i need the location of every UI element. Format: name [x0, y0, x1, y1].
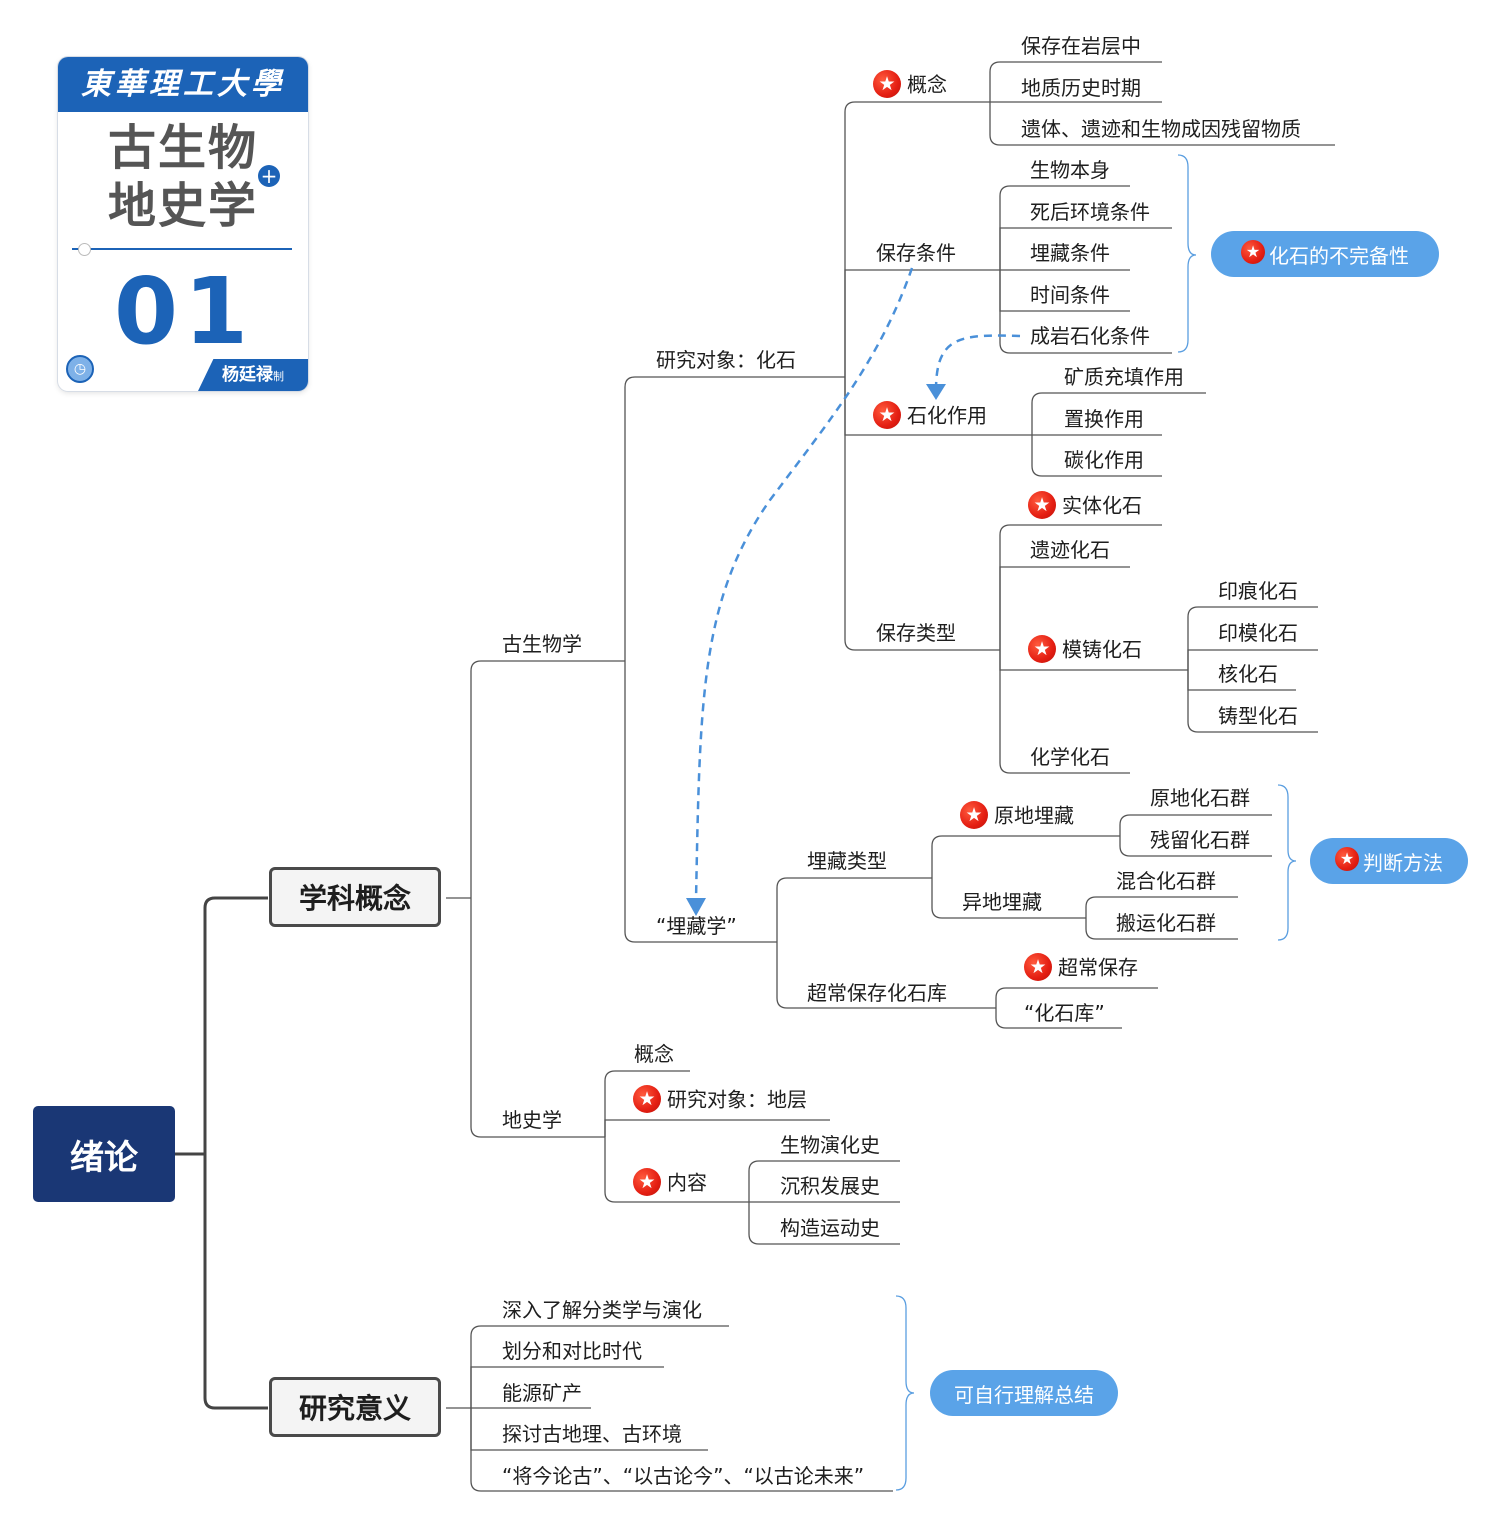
course-title: 古生物 地史学: [108, 119, 258, 235]
leaf-mold-3[interactable]: 核化石: [1218, 662, 1278, 686]
star-badge-icon: ★: [1335, 847, 1359, 871]
leaf-concept-2[interactable]: 地质历史时期: [1021, 76, 1141, 100]
node-research-object-strata-label: 研究对象：地层: [667, 1087, 807, 1112]
node-trace-fossil[interactable]: 遗迹化石: [1030, 538, 1110, 562]
leaf-condition-3[interactable]: 埋藏条件: [1030, 241, 1110, 265]
course-title-line2: 地史学: [108, 178, 259, 234]
star-badge-icon: ★: [633, 1085, 661, 1113]
node-ex-situ-burial[interactable]: 异地埋藏: [962, 890, 1042, 914]
node-in-situ-burial[interactable]: ★原地埋藏: [960, 801, 1074, 831]
leaf-mold-4[interactable]: 铸型化石: [1218, 704, 1298, 728]
node-chemical-fossil[interactable]: 化学化石: [1030, 745, 1110, 769]
star-badge-icon: ★: [633, 1168, 661, 1196]
progress-knob: [78, 243, 91, 256]
progress-bar: [72, 248, 292, 250]
leaf-exceptional-preservation[interactable]: ★超常保存: [1024, 953, 1138, 983]
leaf-condition-2[interactable]: 死后环境条件: [1030, 200, 1150, 224]
leaf-petrifaction-3[interactable]: 碳化作用: [1064, 448, 1144, 472]
root-node[interactable]: 绪论: [33, 1106, 175, 1202]
university-name: 東華理工大學: [58, 57, 308, 112]
leaf-petrifaction-2[interactable]: 置换作用: [1064, 407, 1144, 431]
leaf-concept-1[interactable]: 保存在岩层中: [1021, 34, 1141, 58]
leaf-content-1[interactable]: 生物演化史: [780, 1133, 880, 1157]
leaf-exceptional-preservation-label: 超常保存: [1058, 955, 1138, 980]
node-hg-content[interactable]: ★内容: [633, 1168, 707, 1198]
star-badge-icon: ★: [1241, 240, 1265, 264]
callout-self-summary[interactable]: 可自行理解总结: [930, 1370, 1118, 1416]
section-discipline[interactable]: 学科概念: [269, 867, 441, 927]
leaf-ex-situ-2[interactable]: 搬运化石群: [1116, 911, 1216, 935]
star-badge-icon: ★: [1028, 491, 1056, 519]
node-mold-fossil[interactable]: ★模铸化石: [1028, 635, 1142, 665]
author-tag: 杨廷禄制: [198, 359, 308, 391]
leaf-fossil-bank[interactable]: “化石库”: [1024, 1001, 1105, 1025]
leaf-ex-situ-1[interactable]: 混合化石群: [1116, 869, 1216, 893]
node-research-object-fossil[interactable]: 研究对象：化石: [656, 348, 796, 372]
star-badge-icon: ★: [960, 801, 988, 829]
clock-icon: ◷: [66, 355, 94, 383]
node-petrifaction[interactable]: ★石化作用: [873, 401, 987, 431]
author-suffix: 制: [273, 370, 284, 383]
callout-incompleteness[interactable]: ★化石的不完备性: [1211, 231, 1439, 277]
node-solid-fossil-label: 实体化石: [1062, 493, 1142, 518]
star-badge-icon: ★: [1028, 635, 1056, 663]
leaf-significance-1[interactable]: 深入了解分类学与演化: [502, 1298, 702, 1322]
node-hg-content-label: 内容: [667, 1170, 707, 1195]
section-significance[interactable]: 研究意义: [269, 1377, 441, 1437]
node-burial-types[interactable]: 埋藏类型: [807, 849, 887, 873]
star-badge-icon: ★: [1024, 953, 1052, 981]
leaf-content-2[interactable]: 沉积发展史: [780, 1174, 880, 1198]
leaf-mold-1[interactable]: 印痕化石: [1218, 579, 1298, 603]
leaf-significance-3[interactable]: 能源矿产: [502, 1381, 582, 1405]
leaf-in-situ-1[interactable]: 原地化石群: [1150, 786, 1250, 810]
callout-incompleteness-label: 化石的不完备性: [1269, 243, 1409, 268]
leaf-mold-2[interactable]: 印模化石: [1218, 621, 1298, 645]
leaf-significance-2[interactable]: 划分和对比时代: [502, 1339, 642, 1363]
node-fossil-concept[interactable]: ★概念: [873, 70, 947, 100]
author-name: 杨廷禄: [222, 365, 273, 385]
leaf-petrifaction-1[interactable]: 矿质充填作用: [1064, 365, 1184, 389]
leaf-condition-1[interactable]: 生物本身: [1030, 158, 1110, 182]
node-fossil-concept-label: 概念: [907, 72, 947, 97]
leaf-hg-concept[interactable]: 概念: [634, 1042, 674, 1066]
leaf-concept-3[interactable]: 遗体、遗迹和生物成因残留物质: [1021, 117, 1301, 141]
callout-judgement[interactable]: ★判断方法: [1310, 838, 1468, 884]
leaf-condition-5[interactable]: 成岩石化条件: [1030, 324, 1150, 348]
leaf-significance-4[interactable]: 探讨古地理、古环境: [502, 1422, 682, 1446]
course-title-line1: 古生物: [108, 120, 259, 176]
star-badge-icon: ★: [873, 401, 901, 429]
callout-judgement-label: 判断方法: [1363, 850, 1443, 875]
plus-icon: +: [258, 165, 280, 187]
node-taphonomy[interactable]: “埋藏学”: [656, 914, 737, 938]
node-paleontology[interactable]: 古生物学: [502, 632, 582, 656]
node-in-situ-burial-label: 原地埋藏: [994, 803, 1074, 828]
node-preservation-types[interactable]: 保存类型: [876, 621, 956, 645]
node-research-object-strata[interactable]: ★研究对象：地层: [633, 1085, 807, 1115]
chapter-number: 01: [114, 258, 255, 365]
node-lagerstatte[interactable]: 超常保存化石库: [807, 981, 947, 1005]
node-solid-fossil[interactable]: ★实体化石: [1028, 491, 1142, 521]
node-preservation-conditions[interactable]: 保存条件: [876, 241, 956, 265]
leaf-condition-4[interactable]: 时间条件: [1030, 283, 1110, 307]
dashed-arrow: [694, 267, 1021, 901]
leaf-in-situ-2[interactable]: 残留化石群: [1150, 828, 1250, 852]
node-mold-fossil-label: 模铸化石: [1062, 637, 1142, 662]
logo-card: 東華理工大學 古生物 地史学 + 01 ◷ 杨廷禄制: [58, 57, 308, 391]
leaf-significance-5[interactable]: “将今论古”、“以古论今”、“以古论未来”: [502, 1464, 865, 1488]
star-badge-icon: ★: [873, 70, 901, 98]
leaf-content-3[interactable]: 构造运动史: [780, 1216, 880, 1240]
node-petrifaction-label: 石化作用: [907, 403, 987, 428]
node-historical-geology[interactable]: 地史学: [502, 1108, 562, 1132]
